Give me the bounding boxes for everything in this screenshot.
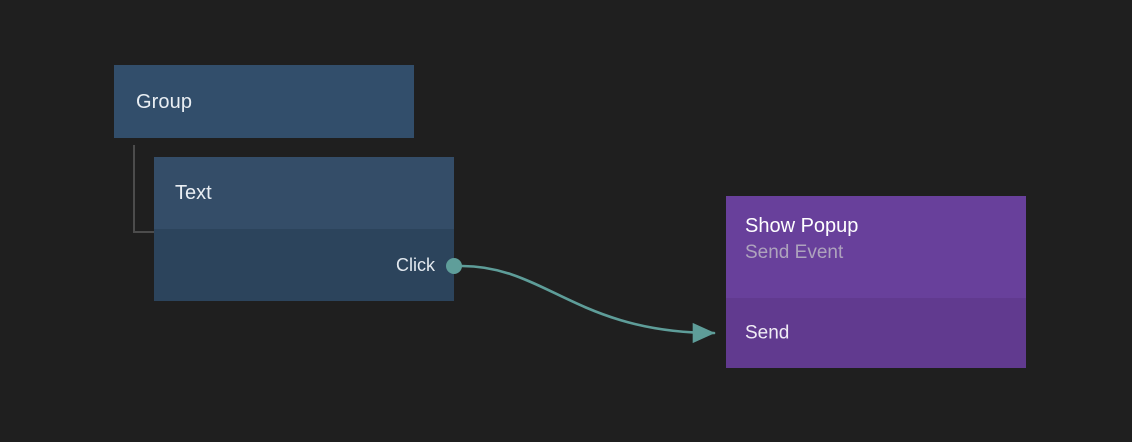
node-show-popup-body[interactable]: Send: [726, 298, 1026, 368]
node-show-popup[interactable]: Show Popup Send Event Send: [726, 196, 1026, 368]
node-group-title: Group: [136, 90, 193, 113]
node-text[interactable]: Text Click: [154, 157, 454, 301]
node-text-title: Text: [175, 182, 212, 204]
port-label-click[interactable]: Click: [396, 255, 435, 275]
node-show-popup-title: Show Popup: [745, 215, 859, 237]
node-text-body[interactable]: Click: [154, 229, 454, 301]
output-port-dot-click[interactable]: [446, 258, 462, 274]
tree-connector-group-to-text: [133, 145, 154, 233]
node-text-header[interactable]: Text: [154, 157, 454, 229]
node-show-popup-header[interactable]: Show Popup Send Event: [726, 196, 1026, 298]
port-label-send[interactable]: Send: [745, 322, 790, 344]
edge-click-to-send: [460, 264, 716, 344]
node-show-popup-subtitle: Send Event: [745, 242, 844, 263]
node-group[interactable]: Group: [114, 65, 414, 138]
